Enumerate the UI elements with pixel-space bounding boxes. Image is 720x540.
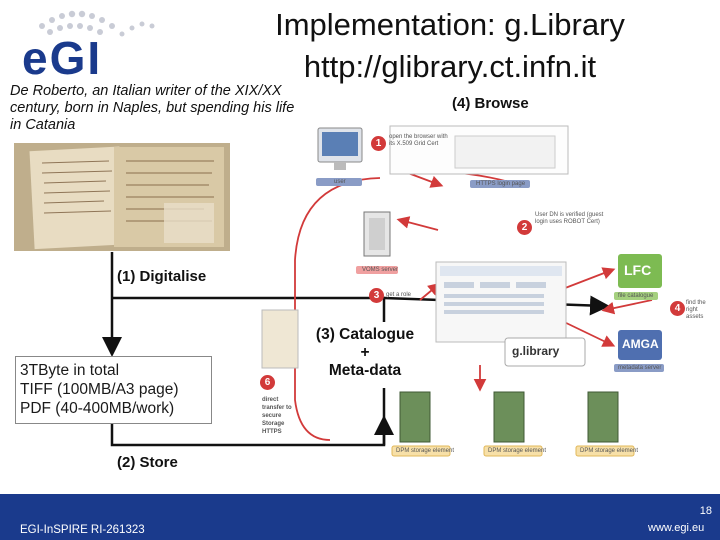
digitalise-to-catalogue-line bbox=[112, 296, 386, 322]
step-digitalise-label: (1) Digitalise bbox=[117, 268, 207, 285]
lfc-label: file catalogue bbox=[618, 293, 654, 299]
storage-line-1: 3TByte in total bbox=[20, 362, 120, 379]
step-4-text: find the right assets bbox=[686, 300, 706, 320]
step-store-label: (2) Store bbox=[117, 454, 178, 471]
dpm-label-3: DPM storage element bbox=[580, 448, 639, 454]
step-4-badge: 4 bbox=[670, 301, 685, 316]
step-2-badge: 2 bbox=[517, 220, 532, 235]
https-label: HTTPS login page bbox=[476, 181, 526, 187]
user-label: user bbox=[334, 179, 346, 185]
amga-logo-text: AMGA bbox=[622, 337, 659, 351]
manuscript-photo bbox=[14, 143, 230, 251]
dpm-label-1: DPM storage element bbox=[396, 448, 455, 454]
footer-bar bbox=[0, 494, 720, 540]
catalogue-line-2: + bbox=[360, 344, 370, 361]
dpm-server-3 bbox=[575, 391, 635, 457]
glibrary-screenshot bbox=[435, 261, 567, 343]
slide-title: Implementation: g.Library http://glibrar… bbox=[215, 4, 685, 88]
voms-label: VOMS server bbox=[362, 267, 399, 273]
dpm-label-2: DPM storage element bbox=[488, 448, 547, 454]
step-1-badge: 1 bbox=[371, 136, 386, 151]
egi-logo-dots bbox=[39, 10, 155, 37]
title-line-2: http://glibrary.ct.infn.it bbox=[303, 49, 597, 84]
red-arrow-6 bbox=[559, 319, 616, 347]
catalogue-line-3: Meta-data bbox=[328, 362, 402, 379]
dpm-server-1 bbox=[391, 391, 451, 457]
title-line-1: Implementation: g.Library bbox=[275, 7, 625, 42]
user-computer-icon bbox=[316, 127, 363, 186]
catalogue-line-1: (3) Catalogue bbox=[315, 326, 415, 343]
footer-project: EGI-InSPIRE RI-261323 bbox=[20, 524, 145, 536]
glibrary-logo-box bbox=[504, 337, 586, 367]
step-browse-label: (4) Browse bbox=[452, 95, 529, 112]
footer-url[interactable]: www.egi.eu bbox=[648, 522, 705, 534]
step-3-badge: 3 bbox=[369, 288, 384, 303]
red-arrow-4 bbox=[419, 282, 441, 301]
step-catalogue-label: (3) Catalogue + Meta-data bbox=[305, 326, 425, 380]
glibrary-logo-text: g.library bbox=[512, 344, 560, 358]
red-arrow-5 bbox=[559, 267, 616, 291]
step-2-text: User DN is verified (guest login uses RO… bbox=[535, 212, 604, 225]
intro-text: De Roberto, an Italian writer of the XIX… bbox=[10, 83, 295, 133]
egi-logo bbox=[22, 6, 172, 78]
lfc-icon bbox=[614, 254, 662, 300]
document-sheet bbox=[261, 309, 299, 369]
amga-icon bbox=[614, 330, 664, 372]
dpm-server-2 bbox=[483, 391, 543, 457]
step-6-text: direct transfer to secure Storage HTTPS bbox=[262, 397, 292, 435]
storage-line-3: PDF (40-400MB/work) bbox=[20, 400, 175, 417]
browser-window bbox=[389, 125, 569, 188]
lfc-logo-text: LFC bbox=[624, 262, 652, 278]
storage-info-box: 3TByte in total TIFF (100MB/A3 page) PDF… bbox=[15, 356, 212, 424]
red-arrow-3 bbox=[396, 216, 439, 231]
red-arrow-7 bbox=[601, 299, 653, 315]
step-6-badge: 6 bbox=[260, 375, 275, 390]
footer-page-number: 18 bbox=[699, 505, 712, 517]
storage-line-2: TIFF (100MB/A3 page) bbox=[20, 381, 179, 398]
step-1-text: open the browser with its X.509 Grid Cer… bbox=[389, 134, 448, 147]
step-3-text: get a role bbox=[386, 292, 412, 298]
amga-label: metadata server bbox=[618, 365, 662, 371]
voms-server-icon bbox=[356, 211, 398, 274]
egi-logo-text: eGI bbox=[22, 32, 103, 84]
